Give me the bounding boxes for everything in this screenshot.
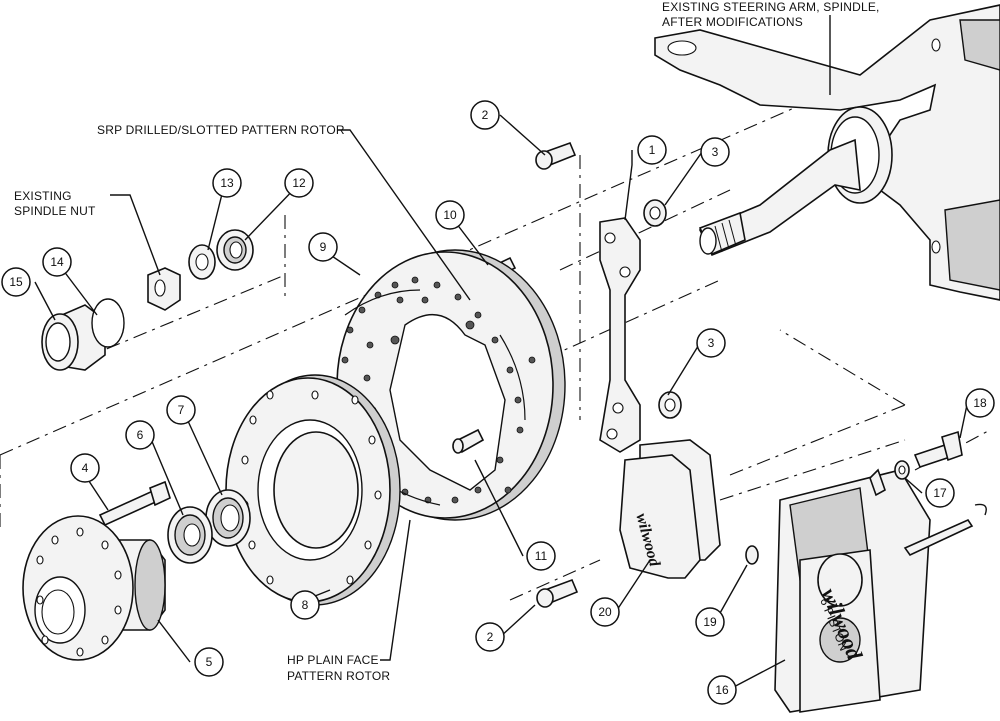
srp-rotor-label: SRP DRILLED/SLOTTED PATTERN ROTOR <box>97 123 345 137</box>
balloon-16: 16 <box>707 675 737 705</box>
bleeder-screw <box>869 468 886 497</box>
balloon-11: 11 <box>526 541 556 571</box>
svg-text:1: 1 <box>649 143 656 157</box>
svg-text:9: 9 <box>320 240 327 254</box>
text-labels: EXISTING STEERING ARM, SPINDLE, AFTER MO… <box>14 0 880 683</box>
brake-caliper: wilwood 6 PISTON <box>774 469 931 713</box>
balloon-3-upper: 3 <box>700 137 730 167</box>
svg-text:8: 8 <box>302 598 309 612</box>
svg-text:11: 11 <box>535 549 548 563</box>
svg-text:3: 3 <box>712 145 719 159</box>
rotor-drill-holes <box>341 276 536 504</box>
hub-bolt <box>98 480 171 527</box>
balloon-19: 19 <box>695 607 725 637</box>
inner-bearing <box>167 506 213 564</box>
callout-balloons: 1 2 3 3 4 5 6 7 8 9 10 11 12 13 14 15 16… <box>1 100 995 705</box>
caliper-shim <box>745 545 759 565</box>
outer-wheel-bearing <box>216 229 254 271</box>
balloon-10: 10 <box>435 200 465 230</box>
svg-text:2: 2 <box>487 630 494 644</box>
caliper-pad-pin <box>903 503 987 557</box>
balloon-5: 5 <box>194 647 224 677</box>
spindle-washer <box>188 244 216 280</box>
svg-text:20: 20 <box>598 605 612 619</box>
balloon-15: 15 <box>1 267 31 297</box>
balloon-2-upper: 2 <box>470 100 500 130</box>
svg-text:10: 10 <box>443 208 457 222</box>
balloon-1: 1 <box>637 135 667 165</box>
svg-text:17: 17 <box>933 486 947 500</box>
balloon-12: 12 <box>284 168 314 198</box>
balloon-3-lower: 3 <box>696 328 726 358</box>
svg-text:19: 19 <box>703 615 717 629</box>
svg-text:3: 3 <box>708 336 715 350</box>
spindle-assembly <box>654 4 1000 301</box>
svg-text:15: 15 <box>9 275 23 289</box>
balloon-9: 9 <box>308 232 338 262</box>
balloon-6: 6 <box>125 420 155 450</box>
o-ring <box>91 298 125 348</box>
balloon-4: 4 <box>70 453 100 483</box>
caliper-bolt <box>913 430 963 468</box>
svg-text:7: 7 <box>178 403 185 417</box>
wheel-hub <box>22 515 166 661</box>
hp-rotor-label-line1: HP PLAIN FACE <box>287 653 379 667</box>
svg-text:4: 4 <box>82 461 89 475</box>
svg-text:14: 14 <box>50 255 64 269</box>
svg-text:5: 5 <box>206 655 213 669</box>
brake-pads: wilwood <box>619 439 721 579</box>
hp-plain-face-rotor-hat <box>225 374 401 606</box>
bracket-bolt-upper <box>535 141 577 170</box>
svg-text:2: 2 <box>482 108 489 122</box>
hub-stud-holes <box>36 527 122 657</box>
caliper-mounting-bracket <box>599 217 641 453</box>
hat-bolt-holes <box>241 390 382 585</box>
balloon-18: 18 <box>965 388 995 418</box>
rotor-stud-11 <box>452 428 485 454</box>
balloon-8: 8 <box>290 590 320 620</box>
outer-bearing-race <box>205 489 251 547</box>
spindle-nut-label-line1: EXISTING <box>14 189 72 203</box>
balloon-2-lower: 2 <box>475 622 505 652</box>
svg-text:6: 6 <box>137 428 144 442</box>
hp-rotor-label-line2: PATTERN ROTOR <box>287 669 390 683</box>
svg-text:18: 18 <box>973 396 987 410</box>
caliper-washer <box>894 460 910 480</box>
steering-arm-label-line1: EXISTING STEERING ARM, SPINDLE, <box>662 0 880 14</box>
balloon-7: 7 <box>166 395 196 425</box>
bracket-bolt-lower <box>536 578 579 608</box>
balloon-17: 17 <box>925 478 955 508</box>
spindle-nut-label-line2: SPINDLE NUT <box>14 204 96 218</box>
balloon-20: 20 <box>590 597 620 627</box>
spacer-washers <box>643 199 682 419</box>
balloon-13: 13 <box>212 168 242 198</box>
spindle-nut <box>147 267 181 311</box>
svg-text:12: 12 <box>292 176 306 190</box>
steering-arm-label-line2: AFTER MODIFICATIONS <box>662 15 803 29</box>
svg-text:16: 16 <box>715 683 729 697</box>
balloon-14: 14 <box>42 247 72 277</box>
svg-text:13: 13 <box>220 176 234 190</box>
